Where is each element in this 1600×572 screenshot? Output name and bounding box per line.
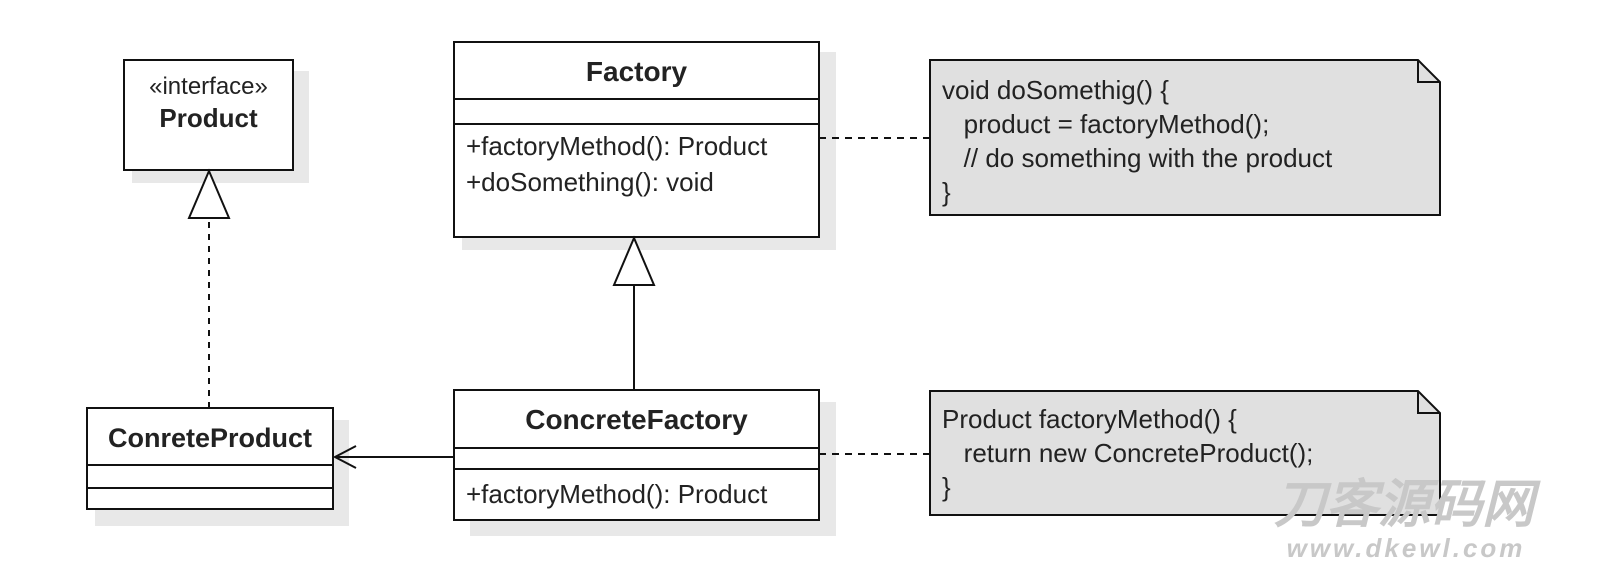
generalization-arrow (612, 235, 656, 390)
factory-note-line-2: product = factoryMethod(); (942, 109, 1269, 139)
concrete-factory-box (453, 389, 820, 521)
concrete-product-name: ConreteProduct (108, 423, 312, 453)
concrete-factory-note-line-3: } (942, 472, 951, 502)
factory-note-fold (1417, 60, 1440, 83)
concrete-factory-method-1: +factoryMethod(): Product (466, 479, 768, 509)
factory-note[interactable]: void doSomethig() { product = factoryMet… (929, 59, 1441, 216)
association-arrow (332, 445, 454, 469)
product-name: Product (159, 103, 258, 133)
product-box (123, 59, 294, 171)
concrete-product-class[interactable]: ConreteProduct (86, 407, 349, 526)
factory-note-line-3: // do something with the product (942, 143, 1333, 173)
factory-method-1: +factoryMethod(): Product (466, 131, 768, 161)
watermark: 刀客源码网 www.dkewl.com (1274, 476, 1541, 563)
concrete-factory-note[interactable]: Product factoryMethod() { return new Con… (929, 390, 1441, 516)
concrete-factory-note-body (929, 390, 1441, 516)
factory-box (453, 41, 820, 238)
realization-arrowhead (187, 168, 231, 219)
generalization-arrowhead (612, 235, 656, 286)
concrete-factory-class[interactable]: ConcreteFactory +factoryMethod(): Produc… (453, 389, 836, 536)
factory-method-2: +doSomething(): void (466, 167, 714, 197)
concrete-product-box (86, 407, 334, 510)
watermark-title: 刀客源码网 (1274, 476, 1541, 534)
factory-name: Factory (586, 56, 688, 87)
factory-class[interactable]: Factory +factoryMethod(): Product +doSom… (453, 41, 836, 250)
product-interface-class[interactable]: «interface» Product (123, 59, 309, 183)
association-arrowhead (332, 445, 357, 469)
factory-note-line-4: } (942, 177, 951, 207)
product-stereotype: «interface» (149, 73, 268, 100)
concrete-factory-note-fold (1417, 391, 1440, 414)
watermark-url: www.dkewl.com (1287, 533, 1526, 563)
concrete-factory-name: ConcreteFactory (525, 404, 748, 435)
realization-arrow (187, 168, 231, 408)
concrete-factory-note-line-2: return new ConcreteProduct(); (942, 438, 1313, 468)
factory-note-body (929, 59, 1441, 216)
factory-note-line-1: void doSomethig() { (942, 75, 1169, 105)
concrete-factory-note-line-1: Product factoryMethod() { (942, 404, 1237, 434)
